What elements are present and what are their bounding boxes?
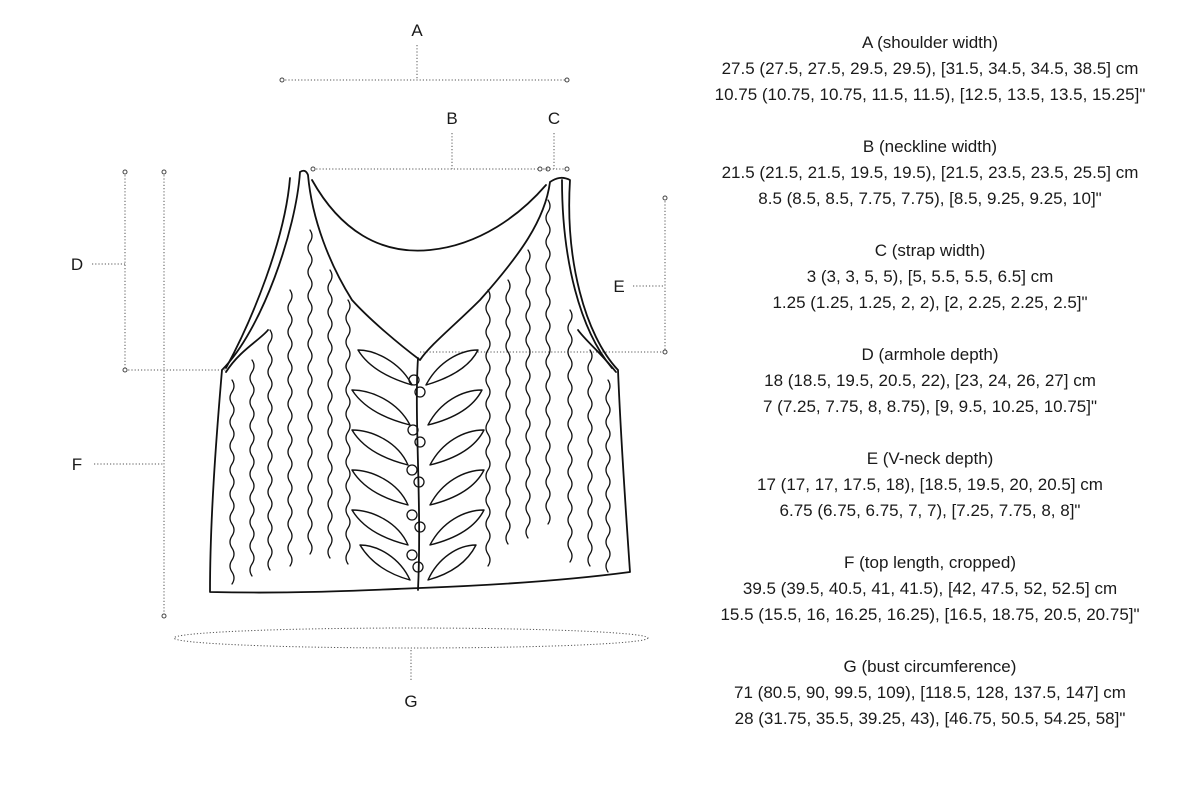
measurement-b: B (neckline width) 21.5 (21.5, 21.5, 19.… [680,134,1180,212]
measurement-inch: 28 (31.75, 35.5, 39.25, 43), [46.75, 50.… [734,709,1126,728]
label-c: C [548,109,560,128]
armhole-trim-left [225,329,269,373]
crop-top-drawing [209,169,631,594]
measurement-title: F (top length, cropped) [844,553,1016,572]
measurement-cm: 71 (80.5, 90, 99.5, 109), [118.5, 128, 1… [734,683,1126,702]
back-neckline [311,179,547,252]
armhole-trim-right [577,329,617,373]
dimension-g: G [173,627,649,711]
measurement-inch: 10.75 (10.75, 10.75, 11.5, 11.5), [12.5,… [714,85,1146,104]
rib-columns [229,199,611,585]
label-f: F [72,455,82,474]
measurement-inch: 7 (7.25, 7.75, 8, 8.75), [9, 9.5, 10.25,… [763,397,1097,416]
measurement-cm: 3 (3, 3, 5, 5), [5, 5.5, 5.5, 6.5] cm [806,267,1054,286]
measurement-title: G (bust circumference) [843,657,1017,676]
measurement-cm: 21.5 (21.5, 21.5, 19.5, 19.5), [21.5, 23… [721,163,1139,182]
measurement-inch: 8.5 (8.5, 8.5, 7.75, 7.75), [8.5, 9.25, … [758,189,1102,208]
garment-outline [209,169,631,594]
measurements-list: A (shoulder width) 27.5 (27.5, 27.5, 29.… [680,30,1180,758]
measurement-e: E (V-neck depth) 17 (17, 17, 17.5, 18), … [680,446,1180,524]
measurement-title: B (neckline width) [862,137,998,156]
dimension-e: E [420,195,668,355]
dimension-f: F [72,169,167,619]
measurement-title: D (armhole depth) [861,345,999,364]
measurement-cm: 18 (18.5, 19.5, 20.5, 22), [23, 24, 26, … [764,371,1096,390]
measurement-inch: 1.25 (1.25, 1.25, 2, 2), [2, 2.25, 2.25,… [772,293,1088,312]
leaf-cable-panel [351,349,485,591]
measurement-cm: 27.5 (27.5, 27.5, 29.5, 29.5), [31.5, 34… [721,59,1139,78]
measurement-inch: 15.5 (15.5, 16, 16.25, 16.25), [16.5, 18… [720,605,1140,624]
measurement-inch: 6.75 (6.75, 6.75, 7, 7), [7.25, 7.75, 8,… [779,501,1081,520]
measurement-cm: 39.5 (39.5, 40.5, 41, 41.5), [42, 47.5, … [742,579,1118,598]
dimension-c: C [537,109,570,172]
measurement-d: D (armhole depth) 18 (18.5, 19.5, 20.5, … [680,342,1180,420]
label-g: G [404,692,417,711]
label-b: B [446,109,457,128]
measurement-title: C (strap width) [874,241,986,260]
dimension-d: D [71,169,228,373]
strap-inner-right [561,179,613,369]
measurement-c: C (strap width) 3 (3, 3, 5, 5), [5, 5.5,… [680,238,1180,316]
label-d: D [71,255,83,274]
dimension-a: A [279,21,570,83]
measurement-a: A (shoulder width) 27.5 (27.5, 27.5, 29.… [680,30,1180,108]
measurement-title: A (shoulder width) [861,33,999,52]
dimension-b: B [310,109,551,172]
measurement-title: E (V-neck depth) [866,449,994,468]
label-e: E [613,277,624,296]
measurement-g: G (bust circumference) 71 (80.5, 90, 99.… [680,654,1180,732]
measurement-f: F (top length, cropped) 39.5 (39.5, 40.5… [680,550,1180,628]
measurement-cm: 17 (17, 17, 17.5, 18), [18.5, 19.5, 20, … [757,475,1103,494]
strap-inner-left [225,177,291,369]
label-a: A [411,21,423,40]
